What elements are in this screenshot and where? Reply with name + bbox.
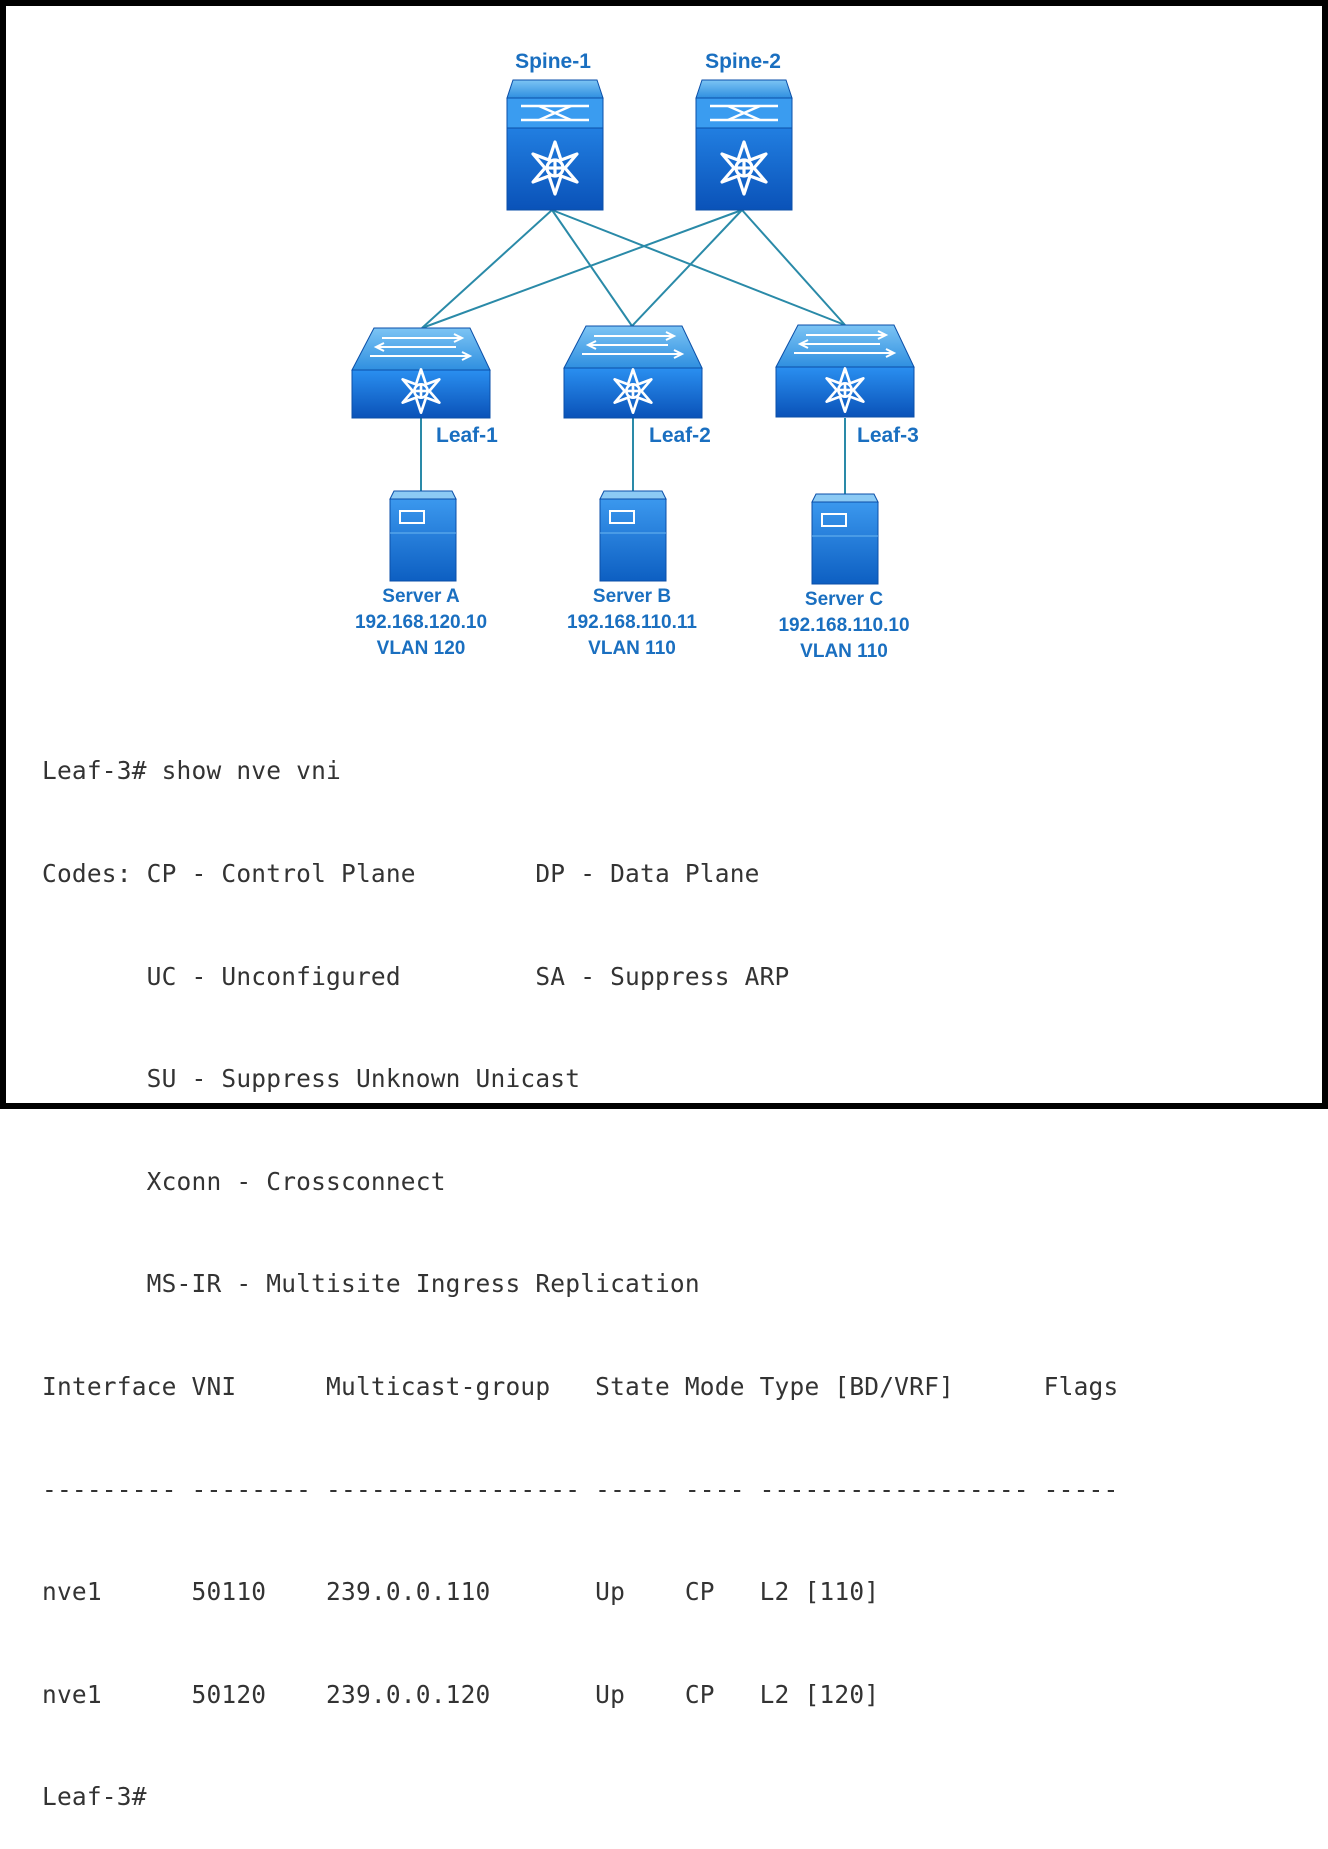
link-spine2-leaf3 [741, 209, 846, 326]
cli-table-row: nve1 50110 239.0.0.110 Up CP L2 [110] [42, 1577, 880, 1607]
cli-table-separator: --------- -------- ----------------- ---… [42, 1474, 1119, 1504]
server-b-ip: 192.168.110.11 [567, 612, 697, 633]
cli-prompt-command: Leaf-3# show nve vni [42, 756, 342, 786]
cli-codes-line: MS-IR - Multisite Ingress Replication [42, 1269, 700, 1299]
leaf-3-label: Leaf-3 [857, 424, 919, 447]
server-c-icon [811, 493, 879, 585]
link-spine1-leaf1 [421, 209, 553, 329]
network-topology-diagram: Spine-1 Spine-2 Leaf-1 Leaf-2 Leaf-3 Ser… [351, 50, 919, 662]
link-spine1-leaf2 [551, 209, 633, 327]
arrows-icon [370, 333, 473, 361]
spine-1-label: Spine-1 [515, 50, 591, 73]
spine-switch-2 [695, 79, 793, 211]
server-a-icon [389, 490, 457, 582]
leaf-1-label: Leaf-1 [436, 424, 498, 447]
server-c-ip: 192.168.110.10 [778, 615, 909, 636]
crossbar-icon [710, 104, 778, 122]
cli-codes-line: UC - Unconfigured SA - Suppress ARP [42, 961, 790, 991]
cli-codes-line: Xconn - Crossconnect [42, 1166, 446, 1196]
server-a-name: Server A [382, 586, 460, 607]
leaf-switch-2 [563, 325, 703, 419]
link-spine1-leaf3 [551, 209, 846, 326]
server-b-name: Server B [593, 586, 671, 607]
leaf-switch-1 [351, 327, 491, 419]
leaf-server-links [420, 418, 846, 495]
server-c-name: Server C [805, 589, 883, 610]
link-spine2-leaf1 [421, 209, 743, 329]
spine-leaf-links [421, 209, 846, 329]
cli-final-prompt: Leaf-3# [42, 1782, 147, 1812]
arrows-icon [582, 331, 685, 359]
server-b-vlan: VLAN 110 [588, 638, 676, 659]
cli-table-header: Interface VNI Multicast-group State Mode… [42, 1371, 1119, 1401]
server-a-vlan: VLAN 120 [377, 638, 466, 659]
spine-switch-1 [506, 79, 604, 211]
server-c-vlan: VLAN 110 [800, 641, 888, 662]
server-a-ip: 192.168.120.10 [355, 612, 487, 633]
cli-codes-line: SU - Suppress Unknown Unicast [42, 1064, 581, 1094]
leaf-switch-3 [775, 324, 915, 418]
arrows-icon [794, 330, 897, 358]
cli-table-row: nve1 50120 239.0.0.120 Up CP L2 [120] [42, 1679, 880, 1709]
leaf-2-label: Leaf-2 [649, 424, 711, 447]
server-b-icon [599, 490, 667, 582]
spine-2-label: Spine-2 [705, 50, 781, 73]
crossbar-icon [521, 104, 589, 122]
link-spine2-leaf2 [631, 209, 743, 327]
cli-codes-line: Codes: CP - Control Plane DP - Data Plan… [42, 859, 760, 888]
cli-output: Leaf-3# show nve vni Codes: CP - Control… [42, 686, 1118, 1849]
